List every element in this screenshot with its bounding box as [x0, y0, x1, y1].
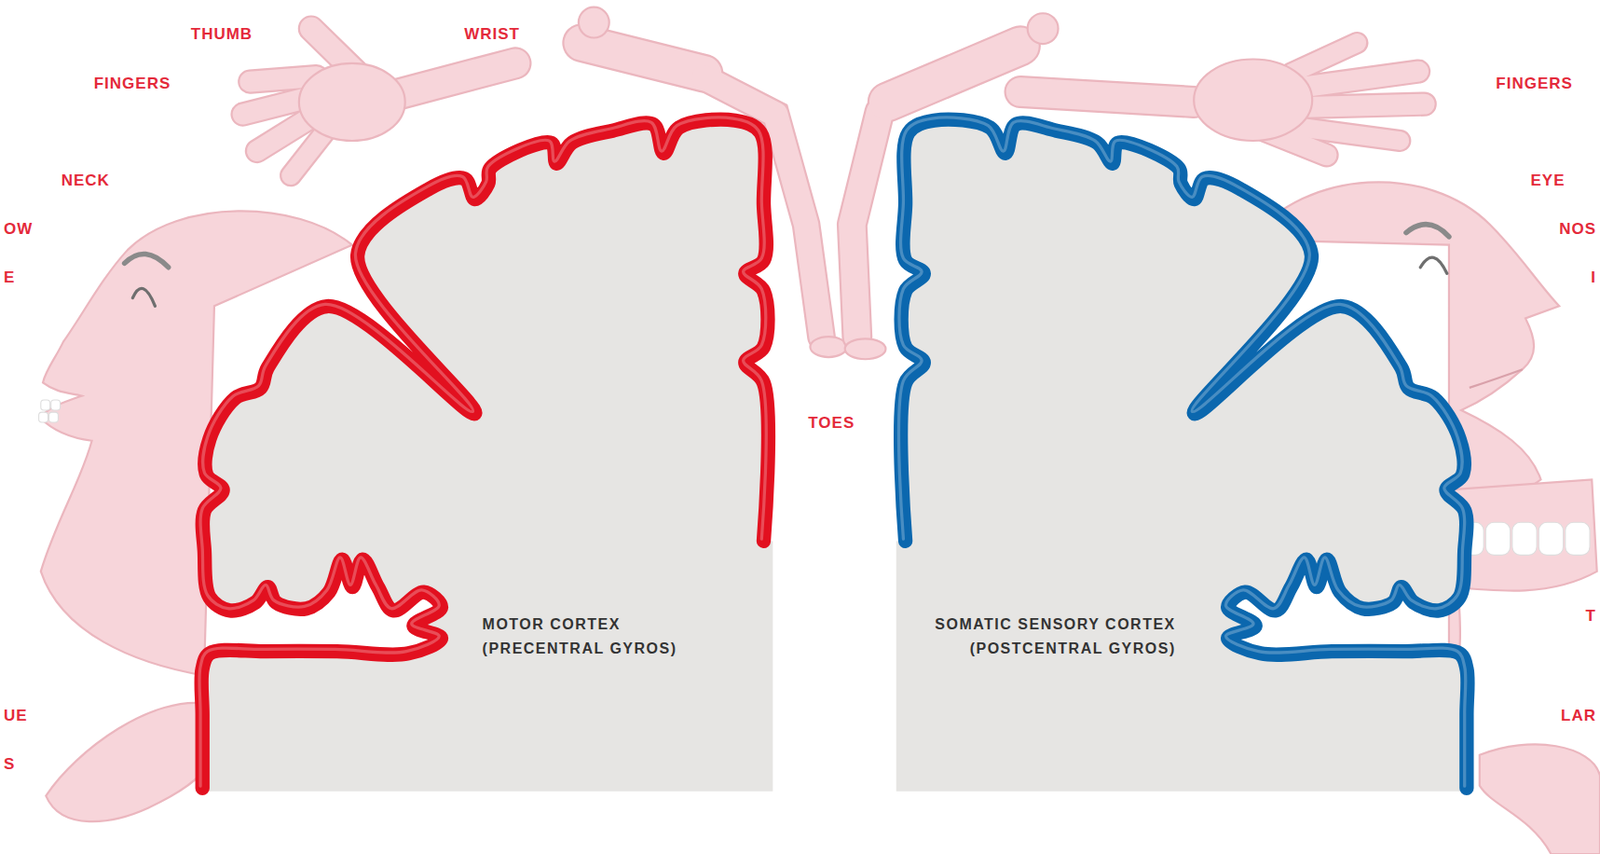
body-part-label: UE: [3, 707, 28, 724]
finger: [1306, 104, 1425, 108]
torso: [888, 45, 1021, 102]
right-palm: [1193, 58, 1313, 141]
body-part-label: TOES: [807, 414, 855, 431]
torso: [888, 45, 1021, 102]
finger: [1300, 127, 1400, 141]
torso: [581, 42, 704, 74]
finger: [1306, 104, 1425, 108]
left-small-head: [578, 7, 610, 39]
right-small-head: [1027, 13, 1059, 44]
cortex-outline: [189, 107, 781, 796]
body-part-label: FINGERS: [94, 75, 172, 92]
tooth: [1565, 521, 1590, 555]
right-tongue: [1479, 743, 1600, 854]
tooth: [41, 399, 51, 411]
gyrus-outline: [201, 119, 768, 788]
arm: [387, 63, 516, 97]
cortex-outline: [888, 107, 1480, 796]
right-eye: [1420, 257, 1447, 274]
left-brow: [124, 253, 169, 267]
leg: [851, 111, 880, 337]
cortex-fill: [193, 119, 773, 792]
body-part-label: FINGERS: [1495, 75, 1573, 92]
left-palm: [299, 63, 406, 141]
left-eye: [132, 287, 155, 306]
body-part-label: S: [3, 755, 15, 772]
right-brow: [1406, 224, 1450, 237]
finger: [290, 132, 325, 176]
gyrus-highlight: [198, 117, 766, 786]
finger: [1306, 71, 1419, 87]
body-part-label: NOS: [1558, 220, 1597, 237]
body-part-label: OW: [3, 220, 33, 237]
arm: [1020, 91, 1194, 102]
leg: [851, 111, 880, 337]
body-part-label: EYE: [1531, 172, 1566, 189]
torso: [581, 42, 704, 74]
region-label: SOMATIC SENSORY CORTEX (POSTCENTRAL GYRO…: [905, 612, 1177, 660]
body-part-label: E: [3, 269, 15, 286]
tooth: [39, 411, 49, 423]
region-label: MOTOR CORTEX (PRECENTRAL GYROS): [482, 612, 716, 660]
body-part-label: NECK: [61, 172, 110, 189]
left-teeth: [39, 399, 61, 423]
left-tongue: [45, 702, 209, 821]
motor-cortex-region: MOTOR CORTEX (PRECENTRAL GYROS): [189, 107, 781, 796]
arm: [1020, 91, 1194, 102]
cortex-fill: [895, 119, 1475, 792]
sensory-cortex-region: SOMATIC SENSORY CORTEX (POSTCENTRAL GYRO…: [888, 107, 1480, 796]
finger: [1306, 71, 1419, 87]
gyrus-highlight: [898, 117, 1465, 786]
body-part-label: LAR: [1560, 707, 1597, 724]
right-mouth: [1469, 369, 1523, 388]
tooth: [51, 399, 61, 411]
gyrus-outline: [900, 119, 1467, 788]
left-foot: [809, 336, 847, 357]
tooth: [1512, 521, 1537, 555]
right-foot: [845, 338, 887, 359]
body-part-label: THUMB: [191, 26, 253, 42]
right-teeth: [1459, 521, 1590, 555]
body-part-label: T: [1586, 607, 1597, 624]
tooth: [49, 411, 59, 423]
tooth: [1485, 521, 1510, 555]
body-part-label: WRIST: [464, 26, 520, 42]
body-part-label: I: [1590, 269, 1597, 286]
finger: [1290, 42, 1357, 74]
arm: [387, 63, 516, 97]
tooth: [1538, 521, 1563, 555]
finger: [290, 132, 325, 176]
